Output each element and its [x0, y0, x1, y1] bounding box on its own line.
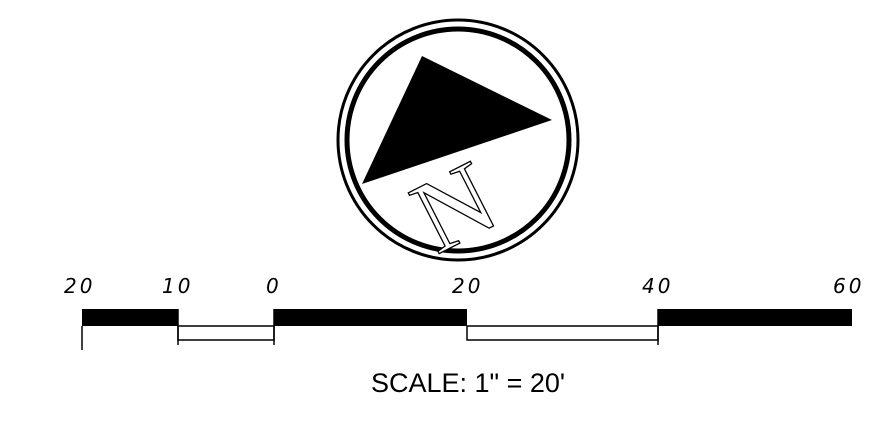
- scale-label-0: 0: [266, 274, 282, 298]
- north-arrow-pointer: [362, 56, 552, 184]
- north-arrow-inner-ring: [344, 26, 572, 254]
- north-arrow-outer-ring: [336, 18, 580, 262]
- scale-segment-filled-1: [82, 309, 178, 326]
- scale-label-40: 40: [642, 274, 673, 298]
- scale-segment-filled-2: [274, 309, 467, 326]
- scale-caption: SCALE: 1" = 20': [371, 368, 565, 398]
- scale-label-10: 10: [162, 274, 193, 298]
- scale-label-20-left: 20: [64, 274, 95, 298]
- scale-segment-open-1: [177, 325, 275, 341]
- scale-segment-open-2: [466, 325, 659, 341]
- north-arrow-icon: N: [336, 18, 580, 276]
- scale-label-60: 60: [833, 274, 864, 298]
- scale-segment-filled-3: [658, 309, 852, 326]
- scale-label-20: 20: [452, 274, 483, 298]
- scale-bar: [81, 309, 852, 350]
